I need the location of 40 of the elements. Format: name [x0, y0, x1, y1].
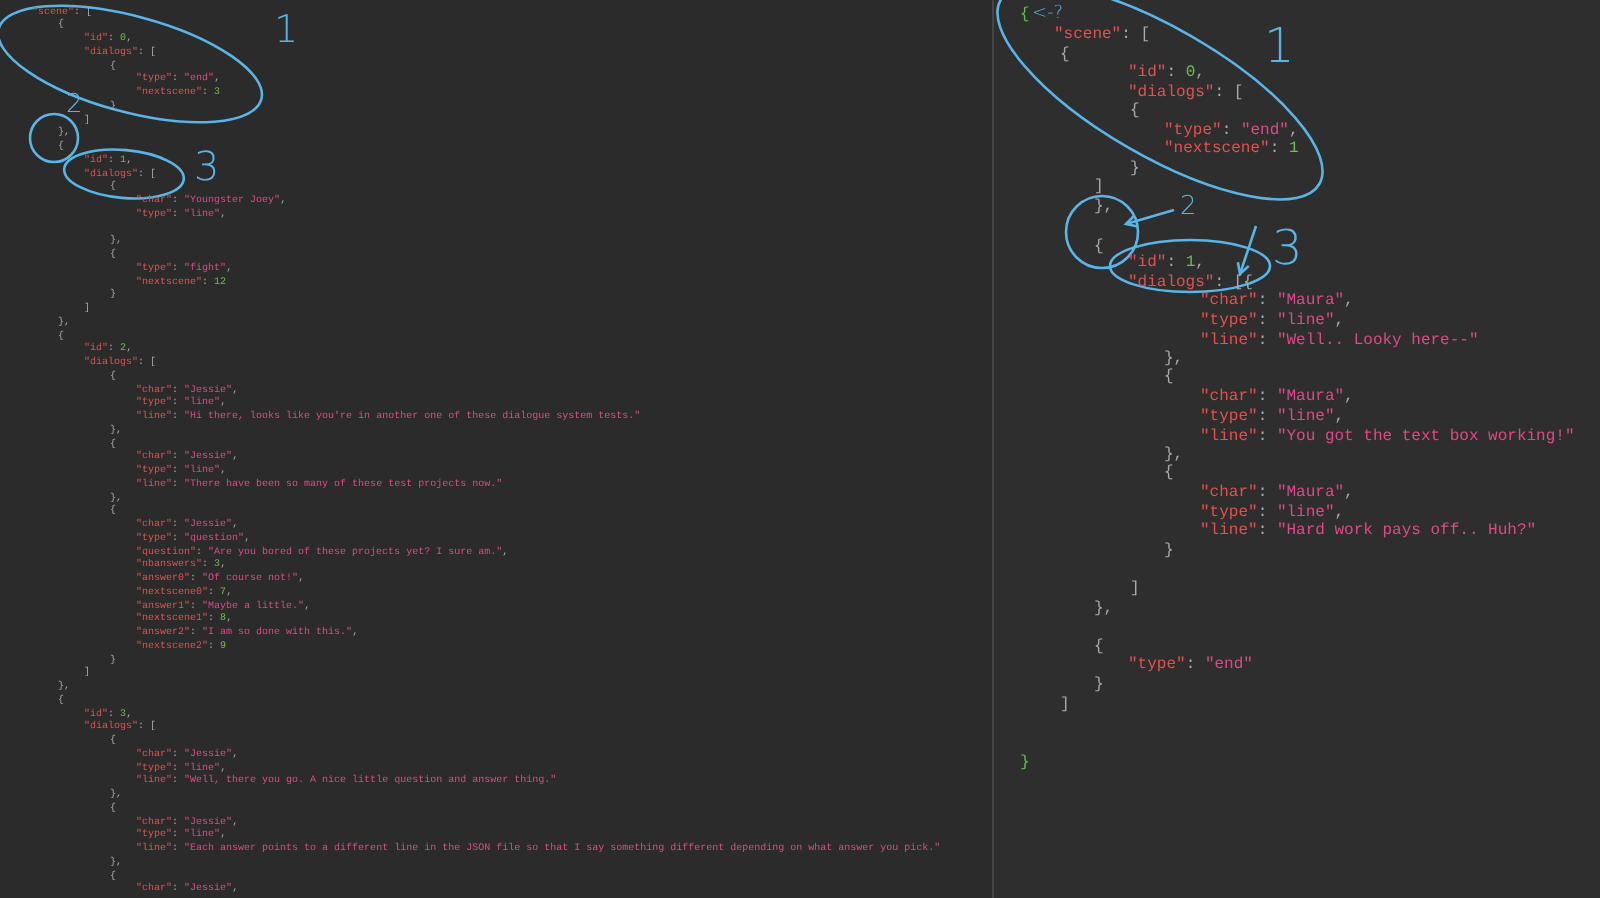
code-line: { [1164, 464, 1174, 484]
code-line: "id": 1, [1128, 254, 1205, 274]
annotation-number: 1 [274, 12, 299, 50]
code-line: ] [1130, 580, 1140, 600]
code-line: "line": "You got the text box working!" [1200, 428, 1575, 448]
annotation-number: 3 [1272, 224, 1303, 272]
code-line: } [1020, 754, 1030, 774]
code-line: }, [1094, 600, 1114, 620]
code-line: ] [1060, 696, 1070, 716]
code-line: { [1130, 102, 1140, 122]
code-line: "type": "end" [1128, 656, 1253, 676]
annotation-number: 1 [1264, 22, 1295, 70]
code-line: } [1164, 542, 1174, 562]
code-line: { [1060, 46, 1070, 66]
code-line: "type": "end", [1164, 122, 1299, 140]
code-line: } [1094, 676, 1104, 696]
code-line: "id": 0, [1128, 64, 1205, 84]
code-line: "type": "line", [1200, 504, 1345, 522]
code-line: "char": "Maura", [1200, 388, 1354, 408]
code-line: "type": "line", [1200, 408, 1345, 428]
code-line: { [1164, 368, 1174, 388]
code-line: "type": "line", [1200, 312, 1345, 332]
code-line: }, [1164, 446, 1184, 464]
code-line: { [1020, 6, 1030, 26]
code-line: "line": "Well.. Looky here--" [1200, 332, 1479, 352]
code-line: "nextscene": 1 [1164, 140, 1299, 160]
code-line: "line": "Hard work pays off.. Huh?" [1200, 522, 1537, 542]
code-line: } [1130, 160, 1140, 180]
code-line: }, [1164, 350, 1184, 368]
code-line: ] [1094, 178, 1104, 198]
code-line: { [1094, 638, 1104, 658]
annotation-note: <-? [1032, 6, 1064, 24]
code-line: "dialogs": [ [1128, 84, 1244, 102]
code-line: "char": "Maura", [1200, 484, 1354, 504]
annotation-number: 2 [1180, 194, 1197, 220]
code-line: { [1094, 238, 1104, 258]
code-line: }, [1094, 198, 1114, 218]
code-line: "scene": [ [1054, 26, 1151, 46]
annotation-number: 3 [194, 146, 220, 186]
code-line: "char": "Maura", [1200, 292, 1354, 312]
